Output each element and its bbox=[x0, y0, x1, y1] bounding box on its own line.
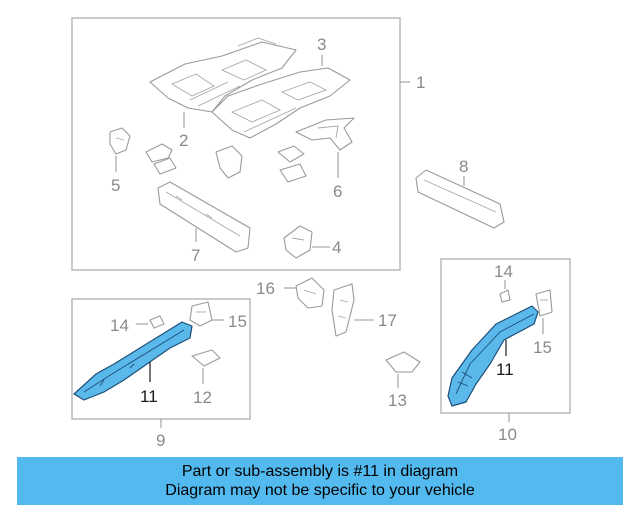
banner-line-2: Diagram may not be specific to your vehi… bbox=[165, 482, 475, 499]
side-rail-8 bbox=[415, 169, 505, 229]
bracket-17 bbox=[331, 283, 355, 337]
callout-15-left: 15 bbox=[228, 312, 247, 331]
callout-13: 13 bbox=[388, 391, 407, 410]
bracket-15-left bbox=[189, 301, 213, 327]
callout-11-left: 11 bbox=[140, 387, 158, 406]
callout-10: 10 bbox=[498, 425, 517, 444]
callout-2: 2 bbox=[179, 131, 188, 150]
bracket-5 bbox=[109, 127, 131, 155]
callout-7: 7 bbox=[191, 246, 200, 265]
rear-frame-rail-right-highlighted bbox=[447, 305, 539, 407]
parts-diagram: 1 2 3 4 5 6 7 8 9 10 12 13 14 14 15 15 1… bbox=[71, 17, 571, 450]
group-box-1 bbox=[71, 17, 401, 271]
bracket-4 bbox=[283, 225, 313, 259]
callout-11-right: 11 bbox=[496, 360, 514, 379]
bracket-15-right bbox=[535, 289, 553, 317]
group-box-10 bbox=[440, 258, 571, 414]
callout-8: 8 bbox=[459, 157, 468, 176]
callout-12: 12 bbox=[193, 388, 212, 407]
bracket-13 bbox=[385, 351, 421, 373]
info-banner: Part or sub-assembly is #11 in diagram D… bbox=[17, 457, 623, 505]
side-rail-7 bbox=[157, 181, 251, 253]
callout-14-left: 14 bbox=[110, 316, 129, 335]
callout-15-right: 15 bbox=[533, 338, 552, 357]
callout-14-right: 14 bbox=[494, 262, 513, 281]
callout-16: 16 bbox=[256, 279, 275, 298]
small-brackets bbox=[145, 143, 307, 183]
callout-4: 4 bbox=[332, 238, 341, 257]
callout-6: 6 bbox=[333, 182, 342, 201]
callout-17: 17 bbox=[378, 311, 397, 330]
callout-1: 1 bbox=[416, 73, 425, 92]
banner-line-1: Part or sub-assembly is #11 in diagram bbox=[181, 463, 459, 480]
callout-5: 5 bbox=[111, 176, 120, 195]
callout-9: 9 bbox=[156, 431, 165, 450]
cross-member bbox=[295, 117, 355, 151]
floor-pan-rear bbox=[211, 67, 351, 139]
clip-14-right bbox=[499, 289, 511, 303]
bracket-12 bbox=[191, 349, 221, 367]
rear-frame-rail-left-highlighted bbox=[73, 321, 193, 401]
bracket-16 bbox=[295, 277, 325, 309]
callout-3: 3 bbox=[317, 35, 326, 54]
clip-14-left bbox=[149, 315, 165, 329]
floor-pan-front bbox=[149, 37, 297, 113]
